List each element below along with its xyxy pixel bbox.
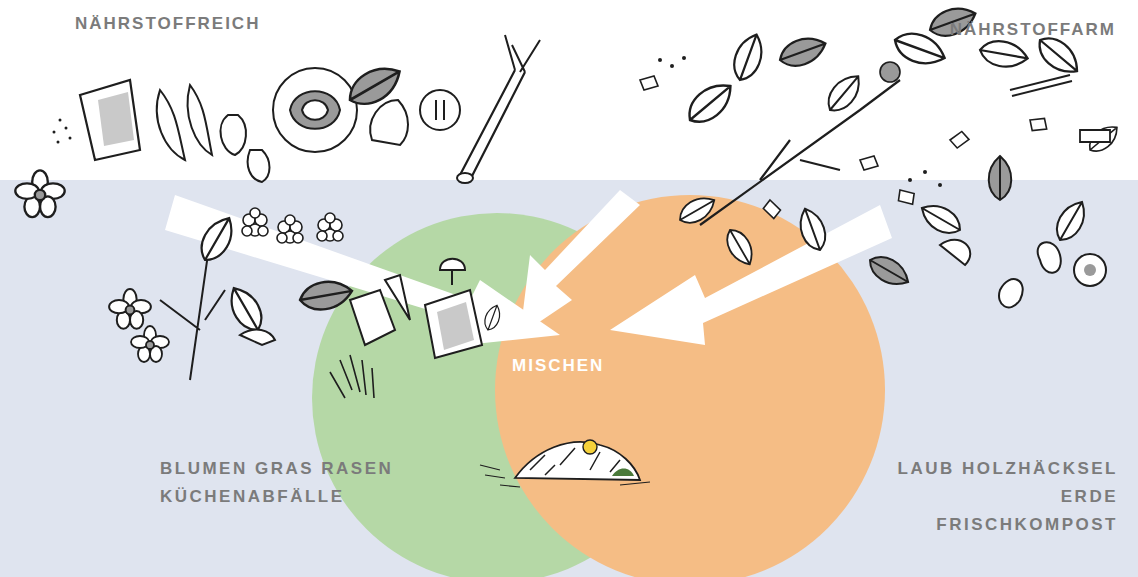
mix-label: MISCHEN — [512, 356, 604, 376]
category-heading: NÄHRSTOFFREICH — [75, 14, 260, 34]
circle-outline — [495, 195, 885, 577]
material-list: LAUB HOLZHÄCKSEL ERDE FRISCHKOMPOST — [878, 455, 1118, 539]
material-list: BLUMEN GRAS RASEN KÜCHENABFÄLLE — [160, 455, 420, 511]
material-circle: LAUB HOLZHÄCKSEL ERDE FRISCHKOMPOST — [495, 195, 885, 577]
category-heading: NÄHRSTOFFARM — [950, 20, 1116, 40]
